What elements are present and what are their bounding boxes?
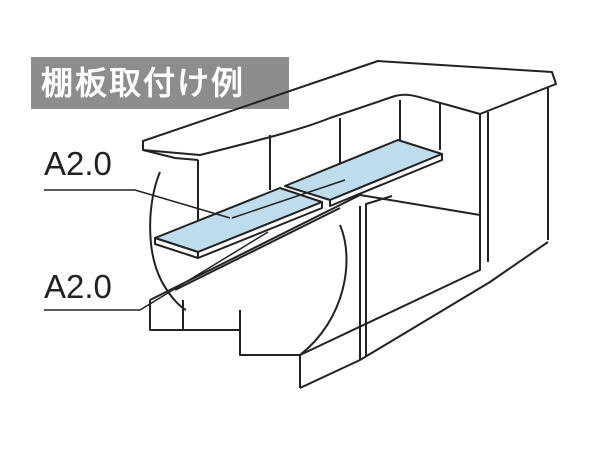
front-door-inner-2 (365, 195, 393, 356)
front-base (149, 300, 301, 388)
cutaway-curve-right (299, 224, 348, 356)
cutaway-curve-left (149, 171, 187, 311)
diagram-title: 棚板取付け例 (31, 57, 289, 109)
front-door-frame (299, 241, 549, 389)
shelf-left-front-edge (197, 201, 323, 259)
roof-outline (142, 60, 557, 156)
leader-line-upper-2 (231, 179, 346, 219)
shelf-support-rail (174, 207, 341, 291)
leader-line-lower (44, 231, 269, 311)
shelf-right-front-edge (329, 153, 443, 207)
leader-line-upper (44, 189, 231, 219)
roof-front-lip (142, 149, 199, 161)
callout-label-upper: A2.0 (44, 145, 112, 182)
callout-label-lower: A2.0 (44, 268, 112, 305)
floor-outline (149, 194, 481, 356)
